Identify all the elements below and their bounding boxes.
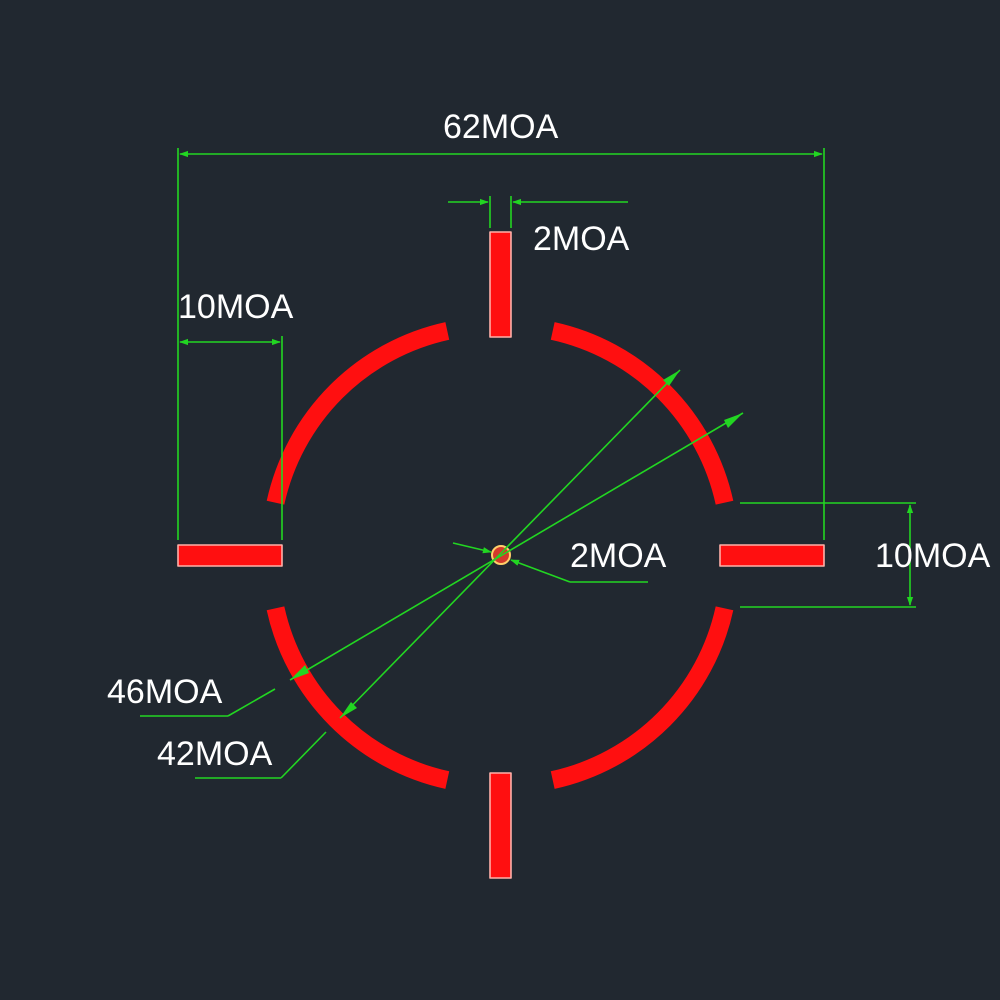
bar-top (489, 231, 512, 338)
ring-segment-top-right (550, 322, 734, 505)
label-bar-thickness-top: 2MOA (533, 220, 630, 258)
bar-right (719, 544, 825, 567)
label-bar-thickness-right: 10MOA (875, 537, 991, 575)
reticle (177, 231, 825, 879)
label-overall-width: 62MOA (443, 108, 559, 146)
label-outer-diameter: 46MOA (107, 673, 223, 711)
label-bar-length: 10MOA (178, 288, 294, 326)
bar-left (177, 544, 283, 567)
label-center-dot: 2MOA (570, 537, 667, 575)
dimension-labels: 62MOA 10MOA 2MOA 2MOA 10MOA 46MOA 42MOA (107, 108, 991, 773)
label-inner-diameter: 42MOA (157, 735, 273, 773)
ring-segment-bottom-right (550, 606, 734, 789)
ring-segment-top-left (266, 322, 450, 505)
dimension-lines (140, 148, 916, 779)
ring-segment-bottom-left (266, 606, 450, 789)
bar-bottom (489, 772, 512, 879)
